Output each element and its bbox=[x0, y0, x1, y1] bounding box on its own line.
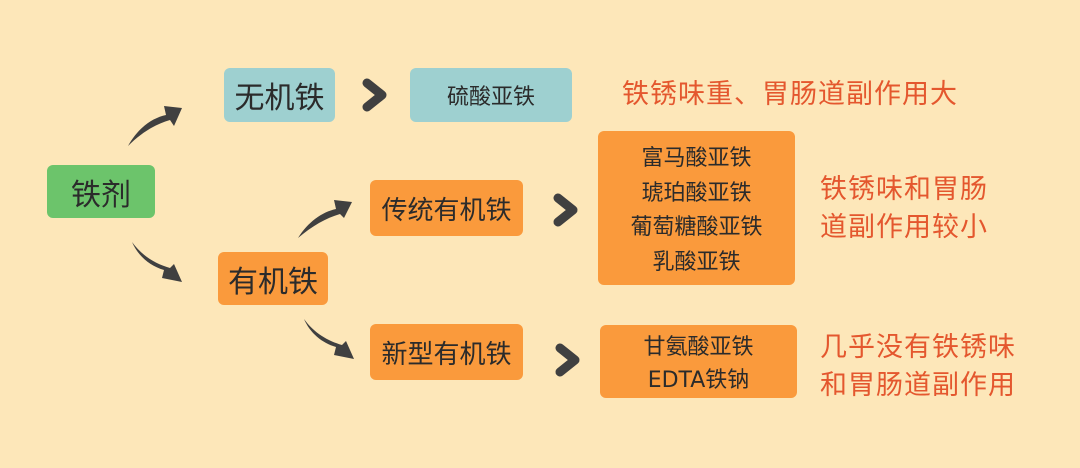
new-type-examples-box: 甘氨酸亚铁 EDTA铁钠 bbox=[600, 325, 797, 398]
traditional-examples-box: 富马酸亚铁 琥珀酸亚铁 葡萄糖酸亚铁 乳酸亚铁 bbox=[598, 131, 795, 285]
traditional-organic-iron-label: 传统有机铁 bbox=[381, 195, 512, 226]
traditional-example: 葡萄糖酸亚铁 bbox=[630, 215, 763, 241]
new-type-example: 甘氨酸亚铁 bbox=[643, 334, 754, 360]
organic-iron-node: 有机铁 bbox=[218, 252, 328, 305]
inorganic-iron-label: 无机铁 bbox=[234, 81, 325, 116]
organic-iron-label: 有机铁 bbox=[228, 264, 318, 300]
traditional-example: 乳酸亚铁 bbox=[652, 250, 741, 276]
new-type-note-line: 几乎没有铁锈味 bbox=[820, 332, 1016, 363]
root-node-label: 铁剂 bbox=[71, 177, 131, 213]
inorganic-example-box: 硫酸亚铁 bbox=[410, 68, 572, 122]
root-node-iron-supplements: 铁剂 bbox=[47, 165, 155, 218]
traditional-example: 琥珀酸亚铁 bbox=[641, 180, 752, 206]
new-organic-iron-node: 新型有机铁 bbox=[370, 324, 523, 380]
traditional-note-line: 铁锈味和胃肠 bbox=[820, 174, 988, 205]
inorganic-note-text: 铁锈味重、胃肠道副作用大 bbox=[622, 79, 958, 110]
new-organic-iron-label: 新型有机铁 bbox=[381, 339, 512, 370]
chevron-right-icon bbox=[362, 78, 387, 112]
inorganic-iron-node: 无机铁 bbox=[224, 68, 335, 122]
curved-arrow-icon bbox=[132, 242, 182, 282]
inorganic-note: 铁锈味重、胃肠道副作用大 bbox=[622, 76, 958, 114]
inorganic-example: 硫酸亚铁 bbox=[446, 85, 535, 110]
traditional-organic-iron-node: 传统有机铁 bbox=[370, 180, 523, 236]
traditional-example: 富马酸亚铁 bbox=[641, 145, 752, 171]
traditional-note: 铁锈味和胃肠 道副作用较小 bbox=[820, 171, 988, 247]
chevron-right-icon bbox=[553, 193, 578, 227]
curved-arrow-icon bbox=[128, 106, 182, 146]
curved-arrow-icon bbox=[298, 200, 352, 238]
new-type-note: 几乎没有铁锈味 和胃肠道副作用 bbox=[820, 329, 1016, 405]
curved-arrow-icon bbox=[304, 319, 354, 359]
traditional-note-line: 道副作用较小 bbox=[820, 212, 988, 243]
new-type-example: EDTA铁钠 bbox=[647, 368, 750, 394]
new-type-note-line: 和胃肠道副作用 bbox=[820, 370, 1016, 401]
chevron-right-icon bbox=[555, 343, 580, 377]
